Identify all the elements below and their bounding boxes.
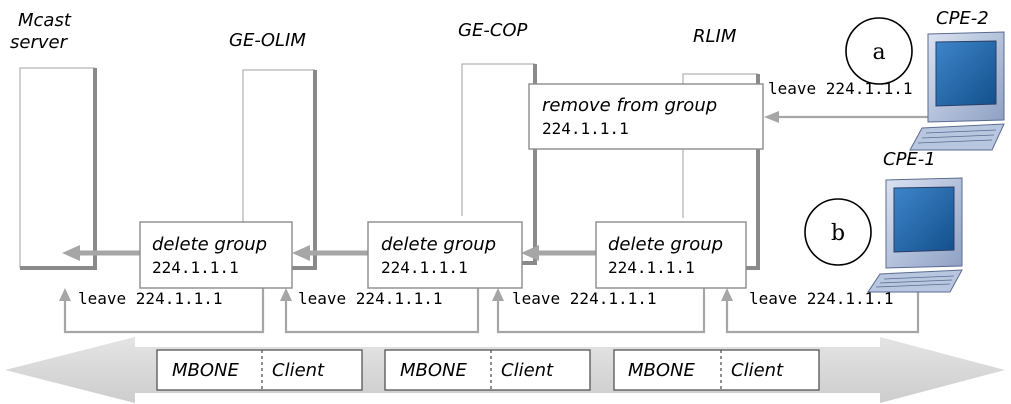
cpe-2-computer-icon [909,31,1005,151]
delete-group-label-rlim: delete group [608,234,723,255]
mcast-server-label-line1: Mcast [18,10,72,31]
leave-loop-2 [280,288,480,334]
delete-group-box-olim: delete group 224.1.1.1 [139,221,293,289]
remove-arrow [764,111,930,123]
delete-arrows [62,245,596,261]
segment-3-client-label: Client [731,360,784,381]
marker-b-label: b [831,221,845,246]
marker-a-label: a [872,40,885,65]
segment-3-mbone-label: MBONE [628,360,696,381]
leave-loop-1 [59,288,265,334]
delete-group-addr-cop: 224.1.1.1 [381,258,468,277]
leave-label-4: leave 224.1.1.1 [749,289,894,308]
segment-1-mbone-label: MBONE [172,360,240,381]
segment-3: MBONE Client [613,349,820,391]
leave-loop-4 [721,288,920,334]
leave-label-2: leave 224.1.1.1 [298,289,443,308]
segment-2-mbone-label: MBONE [400,360,468,381]
leave-label-1: leave 224.1.1.1 [78,289,223,308]
marker-b: b [804,198,872,266]
segment-2-client-label: Client [501,360,554,381]
mcast-server-frame [19,67,97,270]
delete-group-addr-olim: 224.1.1.1 [152,258,239,277]
remove-from-group-box: remove from group 224.1.1.1 [528,83,764,150]
segment-2: MBONE Client [384,349,591,391]
delete-group-box-rlim: delete group 224.1.1.1 [595,221,747,289]
cpe-2-label: CPE-2 [936,8,989,29]
ge-olim-frame [242,69,317,270]
leave-label-3: leave 224.1.1.1 [512,289,657,308]
segment-1-client-label: Client [272,360,325,381]
mcast-server-label-line2: server [10,32,69,53]
leave-loop-3 [492,288,706,334]
ge-cop-label: GE-COP [458,20,528,41]
cpe-1-computer-icon [867,177,963,293]
rlim-label: RLIM [693,26,737,47]
delete-group-addr-rlim: 224.1.1.1 [608,258,695,277]
delete-group-label-cop: delete group [381,234,496,255]
delete-group-box-cop: delete group 224.1.1.1 [367,221,523,289]
ge-olim-label: GE-OLIM [229,30,306,51]
delete-group-label-olim: delete group [152,234,267,255]
marker-a: a [845,17,913,85]
cpe-1-label: CPE-1 [883,149,936,170]
remove-from-group-label: remove from group [542,95,717,116]
remove-from-group-addr: 224.1.1.1 [542,119,629,138]
segment-1: MBONE Client [156,349,363,391]
